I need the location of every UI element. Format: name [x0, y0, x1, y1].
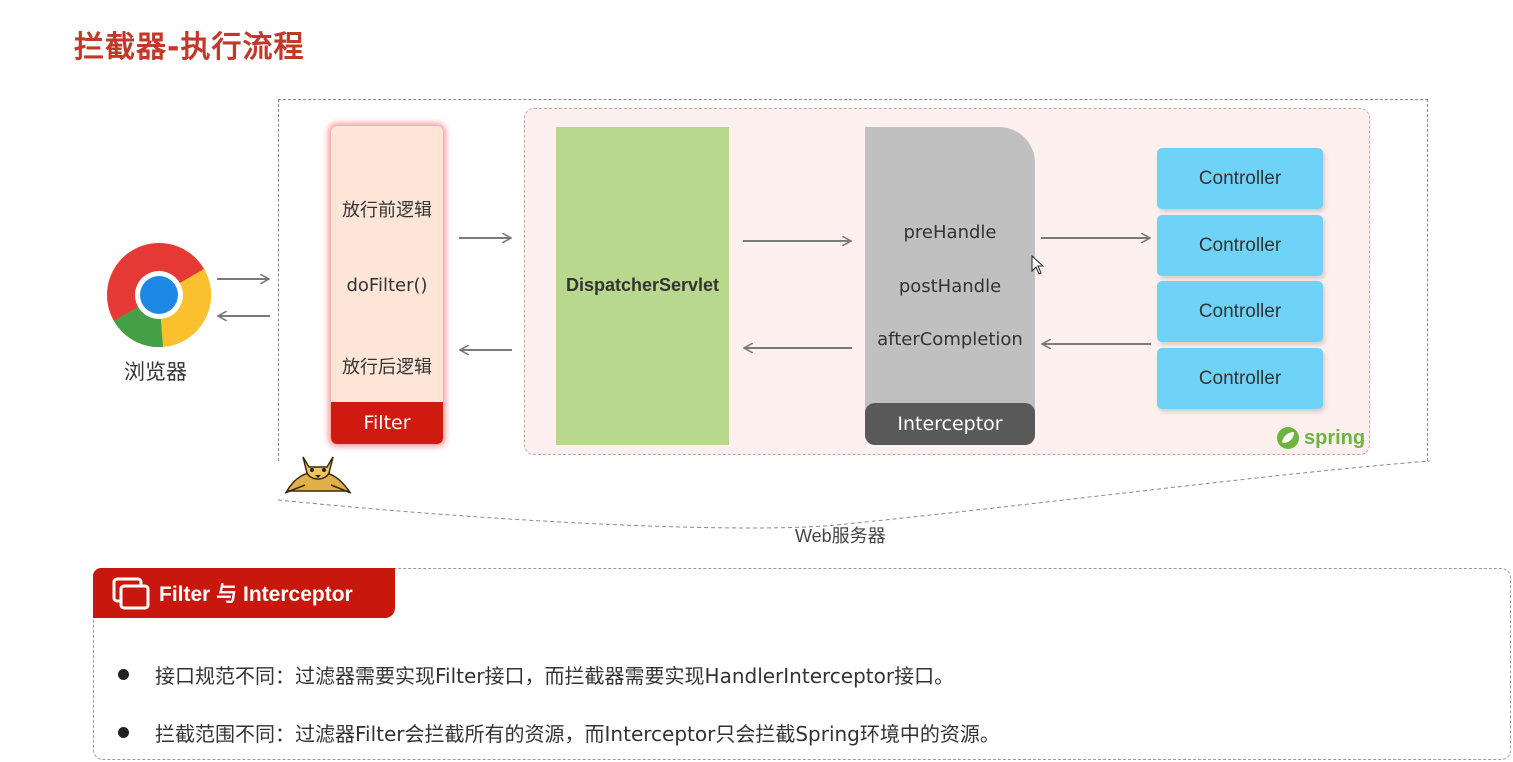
comparison-panel [93, 568, 1511, 760]
comparison-header: Filter 与 Interceptor [93, 568, 395, 618]
page-title: 拦截器-执行流程 [74, 30, 305, 65]
comparison-point-1: 接口规范不同：过滤器需要实现Filter接口，而拦截器需要实现HandlerIn… [118, 660, 954, 689]
browser-label: 浏览器 [124, 360, 187, 384]
filter-block: 放行前逻辑 doFilter() 放行后逻辑 Filter [331, 126, 443, 444]
comparison-point-2: 拦截范围不同：过滤器Filter会拦截所有的资源，而Interceptor只会拦… [118, 718, 1000, 747]
comparison-title: Filter 与 Interceptor [159, 583, 353, 606]
mouse-cursor-icon [1031, 255, 1045, 275]
dispatcher-servlet-block: DispatcherServlet [556, 127, 729, 445]
interceptor-posthandle: postHandle [898, 276, 1002, 297]
spring-logo-text: spring [1304, 426, 1366, 449]
interceptor-aftercompletion: afterCompletion [877, 329, 1023, 350]
interceptor-label: Interceptor [865, 403, 1035, 445]
interceptor-block: preHandle postHandle afterCompletion Int… [865, 127, 1035, 445]
web-server-container [278, 99, 1428, 461]
tomcat-icon [281, 447, 355, 499]
web-server-label: Web服务器 [795, 526, 886, 546]
chrome-icon [107, 243, 211, 347]
spring-logo: spring [1276, 426, 1365, 450]
filter-label: Filter [331, 402, 443, 444]
dispatcher-servlet-label: DispatcherServlet [565, 275, 720, 295]
interceptor-prehandle: preHandle [903, 222, 997, 243]
spring-leaf-icon [1277, 427, 1299, 449]
comparison-point-2-text: 拦截范围不同：过滤器Filter会拦截所有的资源，而Interceptor只会拦… [155, 722, 1000, 746]
controller-box-2: Controller [1157, 215, 1323, 276]
windows-stack-icon [112, 577, 150, 610]
filter-before-text: 放行前逻辑 [342, 200, 432, 221]
bullet-icon [118, 727, 129, 738]
controller-box-3: Controller [1157, 281, 1323, 342]
controller-box-4: Controller [1157, 348, 1323, 409]
filter-dofilter-text: doFilter() [346, 275, 428, 296]
comparison-point-1-text: 接口规范不同：过滤器需要实现Filter接口，而拦截器需要实现HandlerIn… [155, 664, 955, 688]
controller-box-1: Controller [1157, 148, 1323, 209]
filter-after-text: 放行后逻辑 [342, 357, 432, 378]
web-server-curve [277, 460, 1431, 529]
bullet-icon [118, 669, 129, 680]
